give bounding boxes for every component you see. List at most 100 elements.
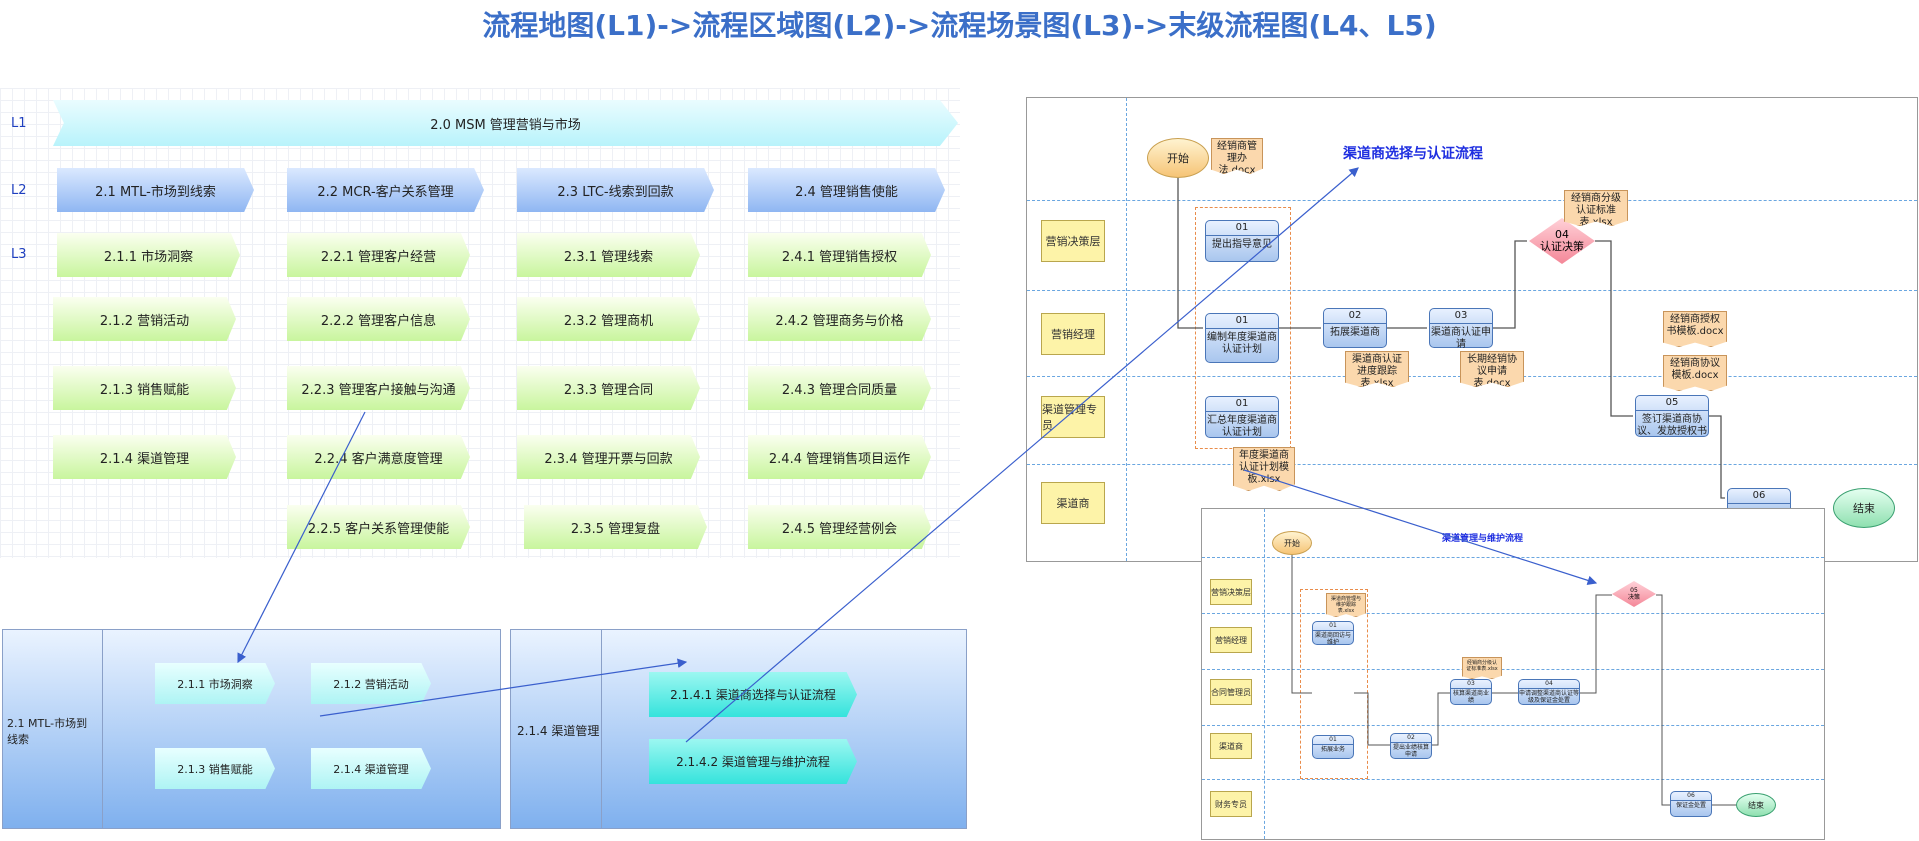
node-number: 02 [1324,309,1386,324]
l3-item-label: 2.1.3 销售赋能 [99,382,190,398]
process-node[interactable]: 01 编制年度渠道商认证计划 [1205,313,1279,363]
end-node: 结束 [1736,793,1776,817]
l3-item[interactable]: 2.1.4 渠道管理 [53,435,236,479]
drill-down-arrow [685,167,1359,743]
node-number: 03 [1430,309,1492,324]
l3-mini-item[interactable]: 2.1.4 渠道管理 [311,748,431,789]
l3-item[interactable]: 2.3.5 管理复盘 [524,505,707,549]
l2-item-mcr[interactable]: 2.2 MCR-客户关系管理 [287,168,484,212]
l3-item[interactable]: 2.3.3 管理合同 [517,366,700,410]
lane-label: 渠道管理专员 [1041,396,1105,438]
l3-item-label: 2.2.4 客户满意度管理 [314,451,443,467]
node-text: 汇总年度渠道商认证计划 [1207,415,1277,438]
node-text: 编制年度渠道商认证计划 [1207,332,1277,355]
l3-item[interactable]: 2.1.1 市场洞察 [57,233,240,277]
connector [1656,594,1670,806]
l3-item-label: 2.3.3 管理合同 [563,382,654,398]
node-text: 核算渠道商业绩 [1452,690,1489,704]
lane-divider [1027,200,1917,201]
l3-item[interactable]: 2.3.1 管理线索 [517,233,700,277]
l3-item-label: 2.2.1 管理客户经营 [320,249,437,265]
l3-area-panel-channel: 2.1.4 渠道管理 2.1.4.1 渠道商选择与认证流程 2.1.4.2 渠道… [510,629,967,829]
l3-mini-label: 2.1.3 销售赋能 [177,762,253,776]
lane-label: 合同管理员 [1210,679,1252,705]
l3-item[interactable]: 2.2.5 客户关系管理使能 [287,505,470,549]
node-number: 01 [1206,314,1278,329]
lane-divider [1202,613,1824,614]
l3-item-label: 2.3.1 管理线索 [563,249,654,265]
l3-item-label: 2.3.4 管理开票与回款 [544,451,673,467]
connector [1595,240,1633,417]
l3-mini-item[interactable]: 2.1.3 销售赋能 [155,748,275,789]
l3-item-label: 2.2.2 管理客户信息 [320,313,437,329]
connector [1354,692,1390,746]
l3-item[interactable]: 2.1.3 销售赋能 [53,366,236,410]
node-text: 申请调整渠道商认证等级及保证金处置 [1519,690,1580,704]
document-icon[interactable]: 经销商协议模板.docx [1663,355,1727,391]
l3-item[interactable]: 2.4.3 管理合同质量 [748,366,931,410]
lane-divider [1202,669,1824,670]
node-number: 05 [1636,396,1708,411]
l2-item-label: 2.2 MCR-客户关系管理 [317,184,454,200]
l3-item-label: 2.3.5 管理复盘 [570,521,661,537]
document-icon[interactable]: 经销商管理办法.docx [1211,138,1263,174]
l2-item-ltc[interactable]: 2.3 LTC-线索到回款 [517,168,714,212]
process-node[interactable]: 05 签订渠道商协议、发放授权书 [1635,395,1709,437]
l3-item[interactable]: 2.4.5 管理经营例会 [748,505,931,549]
lane-label: 营销经理 [1041,313,1105,355]
node-number: 01 [1206,397,1278,412]
connector [1432,692,1450,746]
l3-item[interactable]: 2.2.1 管理客户经营 [287,233,470,277]
l3-item[interactable]: 2.3.4 管理开票与回款 [517,435,700,479]
l3-item[interactable]: 2.1.2 营销活动 [53,297,236,341]
lane-divider [1202,779,1824,780]
l3-item[interactable]: 2.3.2 管理商机 [517,297,700,341]
l3-item[interactable]: 2.2.4 客户满意度管理 [287,435,470,479]
lane-divider [1202,557,1824,558]
l3-mini-item[interactable]: 2.1.2 营销活动 [311,663,431,704]
node-text: 认证决策 [1540,240,1584,253]
end-node: 结束 [1833,488,1895,528]
process-node[interactable]: 01 汇总年度渠道商认证计划 [1205,396,1279,438]
level-label-l3: L3 [11,247,27,262]
l4-item-label: 2.1.4.2 渠道管理与维护流程 [676,755,830,769]
lane-divider [1027,290,1917,291]
l3-item-label: 2.4.4 管理销售项目运作 [768,451,911,467]
l2-item-sales-enable[interactable]: 2.4 管理销售使能 [748,168,945,212]
l3-item[interactable]: 2.4.2 管理商务与价格 [748,297,931,341]
document-icon[interactable]: 长期经销协议申请表.docx [1460,351,1524,387]
start-node: 开始 [1147,138,1209,178]
panel-divider [102,630,103,828]
node-text: 签订渠道商协议、发放授权书 [1637,414,1707,437]
l4-item[interactable]: 2.1.4.2 渠道管理与维护流程 [649,739,857,784]
node-text: 提出业绩核算申请 [1392,744,1429,758]
l4-item[interactable]: 2.1.4.1 渠道商选择与认证流程 [649,672,857,717]
l3-mini-item[interactable]: 2.1.1 市场洞察 [155,663,275,704]
l3-mini-label: 2.1.4 渠道管理 [333,762,409,776]
l3-item-label: 2.4.5 管理经营例会 [781,521,898,537]
flowchart-title: 渠道商选择与认证流程 [1343,146,1483,162]
l1-process-bar[interactable]: 2.0 MSM 管理营销与市场 [53,100,958,146]
l2-item-label: 2.4 管理销售使能 [795,184,898,200]
l3-item[interactable]: 2.4.1 管理销售授权 [748,233,931,277]
l3-item[interactable]: 2.2.3 管理客户接触与沟通 [287,366,470,410]
l3-item[interactable]: 2.2.2 管理客户信息 [287,297,470,341]
panel-label: 2.1.4 渠道管理 [517,724,600,738]
l3-item[interactable]: 2.4.4 管理销售项目运作 [748,435,931,479]
lane-label: 营销经理 [1210,627,1252,653]
l2-item-mtl[interactable]: 2.1 MTL-市场到线索 [57,168,254,212]
lane-label: 财务专员 [1210,791,1252,817]
connector [1709,415,1725,499]
connector [1177,178,1203,329]
lane-label: 营销决策层 [1041,220,1105,262]
l3-item-label: 2.4.2 管理商务与价格 [775,313,904,329]
